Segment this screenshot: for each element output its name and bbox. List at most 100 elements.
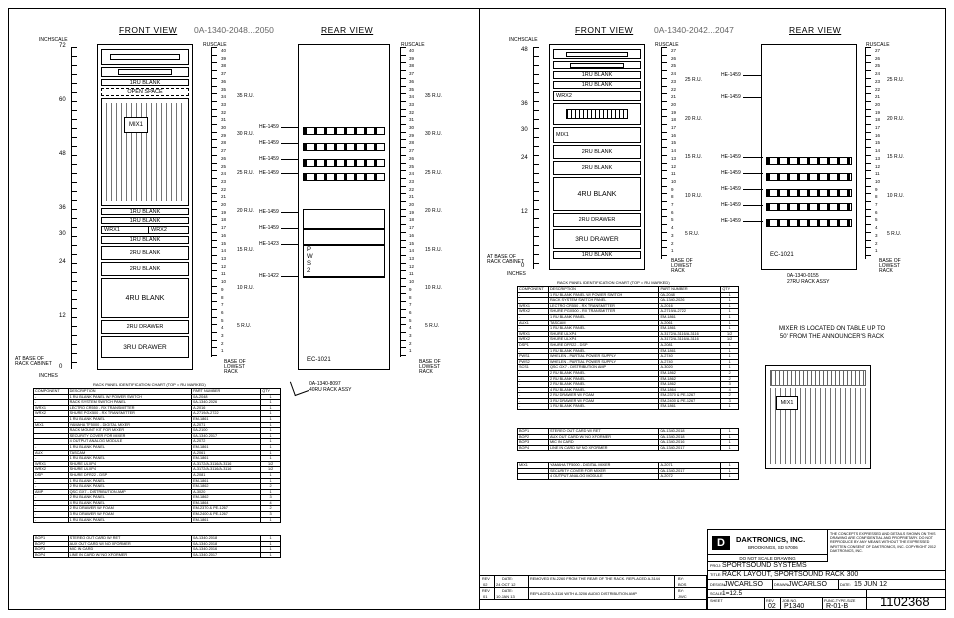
right-ru-number-7: 7 [671, 202, 674, 208]
ruler-tick [865, 100, 871, 102]
left-rear-ru-number-8: 8 [409, 294, 412, 300]
left-he-label-1: HE-1459 [259, 124, 279, 130]
ruler-tick [400, 316, 406, 318]
right-rear-ru-number-8: 8 [875, 194, 878, 200]
ruler-tick [661, 208, 667, 210]
table-cell: BOP2 [517, 433, 549, 441]
date-value: 15 JUN 12 [854, 581, 888, 588]
right-unit-mix1: MIX1 [553, 127, 641, 143]
table-cell: 1 [260, 399, 281, 406]
left-he-label-4: HE-1459 [259, 170, 279, 176]
right-rear-ru-number-6: 6 [875, 209, 878, 215]
table-cell: 1 [720, 353, 739, 360]
ruler-tick [211, 193, 217, 195]
title-row: TITLE: RACK LAYOUT, SPORTSOUND RACK 300 [708, 571, 945, 580]
right-wireless-panel-a [553, 61, 641, 69]
table-cell: 1/2 [260, 466, 281, 473]
ruler-tick [533, 209, 539, 210]
right-he-arrow-3 [743, 157, 763, 158]
project-name: SPORTSOUND SYSTEMS [722, 562, 807, 569]
left-ru-number-30: 30 [221, 125, 227, 131]
table-cell: EM-1861 [658, 325, 722, 332]
ruler-tick [533, 245, 539, 246]
ruler-tick [211, 316, 217, 318]
table-cell: 0A-1340-2018 [658, 433, 722, 441]
ruler-tick [533, 74, 539, 75]
table-cell: 3 [720, 397, 739, 405]
revision-row-1: REV 02 DATE: 24 OCT 12 REMOVED EN-2260 F… [480, 576, 708, 588]
left-rear-ru-mark-25: 25 R.U. [425, 170, 442, 176]
ruler-tick [400, 301, 406, 303]
ruler-tick [533, 101, 539, 102]
rev1-by: BY: [678, 577, 684, 581]
func-value: R-01-B [826, 603, 849, 610]
left-ru-number-9: 9 [221, 286, 224, 292]
ruler-tick [400, 70, 406, 72]
date-head-2: DATE: [502, 589, 513, 593]
ruler-tick [661, 70, 667, 72]
right-ru-number-16: 16 [671, 132, 677, 138]
right-rear-ru-number-2: 2 [875, 240, 878, 246]
left-ru-mark-30: 30 R.U. [237, 131, 254, 137]
right-rear-ru-number-11: 11 [875, 171, 880, 177]
ruler-tick [533, 146, 539, 147]
left-ru-number-22: 22 [221, 186, 227, 192]
ruler-tick [865, 139, 871, 141]
table-cell: 2 [260, 483, 281, 490]
ruler-tick [865, 185, 871, 187]
right-rear-ru-mark-25: 25 R.U. [887, 77, 904, 83]
left-rear-ru-number-16: 16 [409, 232, 415, 238]
rev2-desc: REPLACED A-3116 WITH A-3206 AUDIO DISTRI… [530, 592, 637, 596]
ruler-tick [71, 101, 77, 102]
left-rear-ru-number-35: 35 [409, 86, 415, 92]
table-cell: 1 [720, 302, 739, 310]
ruler-tick [211, 100, 217, 102]
ruler-tick [400, 100, 406, 102]
ruler-tick [71, 272, 77, 273]
ruler-tick [71, 164, 77, 165]
daktronics-logo: D [712, 536, 730, 550]
ruler-tick [211, 339, 217, 341]
left-inch-30: 30 [59, 231, 66, 237]
left-assy-sub: 40RU RACK ASSY [309, 387, 352, 393]
ruler-tick [661, 224, 667, 226]
ruler-tick [400, 216, 406, 218]
left-rear-ru-number-37: 37 [409, 71, 415, 77]
left-rear-panel-3 [303, 159, 385, 167]
table-cell: PWS1 [517, 353, 549, 360]
table-cell: 1 [720, 433, 739, 441]
ruler-tick [865, 216, 871, 218]
table-cell: 0A-1340-2017 [658, 444, 722, 452]
ruler-tick [533, 110, 539, 111]
left-ru-number-17: 17 [221, 225, 227, 231]
table-cell: - [517, 381, 549, 388]
left-ec-label: EC-1021 [307, 357, 331, 363]
left-unit-2ru-blank-a: 2RU BLANK [101, 246, 189, 260]
right-ru-number-4: 4 [671, 225, 674, 231]
ruler-tick [211, 208, 217, 210]
right-ru-number-19: 19 [671, 109, 677, 115]
right-front-view-title: FRONT VIEW [575, 25, 634, 35]
ruler-tick [211, 331, 217, 333]
table-cell: 1 [260, 427, 281, 434]
ruler-tick [533, 191, 539, 192]
right-ru-mark-15: 15 R.U. [685, 154, 702, 160]
ruler-tick [400, 224, 406, 226]
ruler-tick [71, 335, 77, 336]
right-rear-ru-number-26: 26 [875, 55, 881, 61]
rev2-who: JWC [678, 594, 687, 599]
left-ru-number-12: 12 [221, 263, 227, 269]
table-cell: 1 [720, 358, 739, 366]
left-mixer-label: MIX1 [124, 117, 148, 133]
rev2-by: BY: [678, 589, 684, 593]
ruler-tick [71, 281, 77, 282]
mixer-drawing-label: MIX1 [776, 396, 798, 410]
right-rear-ru-number-4: 4 [875, 225, 878, 231]
